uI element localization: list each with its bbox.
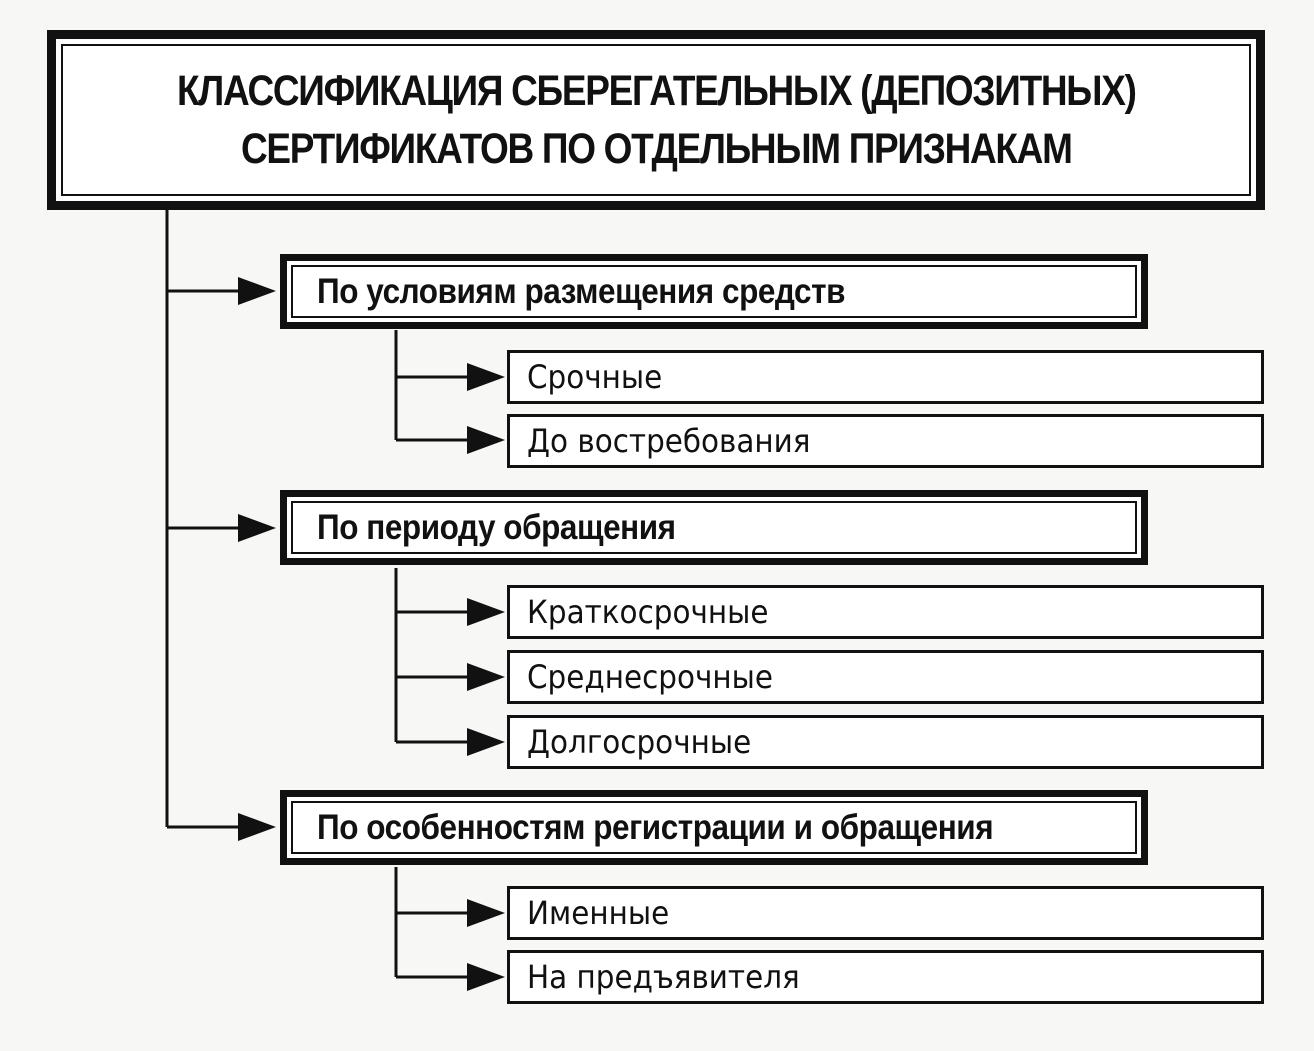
diagram-title: КЛАССИФИКАЦИЯ СБЕРЕГАТЕЛЬНЫХ (ДЕПОЗИТНЫХ…: [176, 62, 1137, 178]
arrow-head: [238, 813, 276, 841]
title-line-2: СЕРТИФИКАТОВ ПО ОТДЕЛЬНЫМ ПРИЗНАКАМ: [240, 125, 1073, 173]
subcategory-box-on-demand: До востребования: [507, 414, 1264, 468]
category-label: По периоду обращения: [317, 507, 676, 547]
arrow-head: [467, 426, 505, 454]
arrow-head: [467, 363, 505, 391]
title-line-1: КЛАССИФИКАЦИЯ СБЕРЕГАТЕЛЬНЫХ (ДЕПОЗИТНЫХ…: [176, 67, 1137, 115]
subcategory-box-bearer: На предъявителя: [507, 950, 1264, 1004]
category-box-placement-conditions: По условиям размещения средств: [280, 254, 1148, 329]
subcategory-box-registered: Именные: [507, 886, 1264, 940]
subcategory-box-term: Срочные: [507, 350, 1264, 404]
diagram-title-box: КЛАССИФИКАЦИЯ СБЕРЕГАТЕЛЬНЫХ (ДЕПОЗИТНЫХ…: [47, 30, 1265, 210]
arrow-head: [238, 514, 276, 542]
arrow-head: [467, 963, 505, 991]
subcategory-box-medium-term: Среднесрочные: [507, 650, 1264, 704]
subcategory-box-short-term: Краткосрочные: [507, 585, 1264, 639]
subcategory-label: На предъявителя: [527, 958, 800, 996]
subcategory-label: Срочные: [527, 358, 663, 396]
arrow-head: [467, 598, 505, 626]
arrow-head: [467, 728, 505, 756]
category-label: По особенностям регистрации и обращения: [317, 807, 994, 847]
subcategory-label: Краткосрочные: [527, 593, 769, 631]
subcategory-label: Именные: [527, 894, 670, 932]
subcategory-label: Среднесрочные: [527, 658, 773, 696]
arrow-head: [467, 899, 505, 927]
subcategory-label: Долгосрочные: [527, 723, 752, 761]
arrow-head: [238, 277, 276, 305]
arrow-head: [467, 663, 505, 691]
category-box-circulation-period: По периоду обращения: [280, 490, 1148, 565]
subcategory-label: До востребования: [527, 422, 811, 460]
subcategory-box-long-term: Долгосрочные: [507, 715, 1264, 769]
category-box-registration: По особенностям регистрации и обращения: [280, 790, 1148, 865]
category-label: По условиям размещения средств: [317, 271, 846, 311]
